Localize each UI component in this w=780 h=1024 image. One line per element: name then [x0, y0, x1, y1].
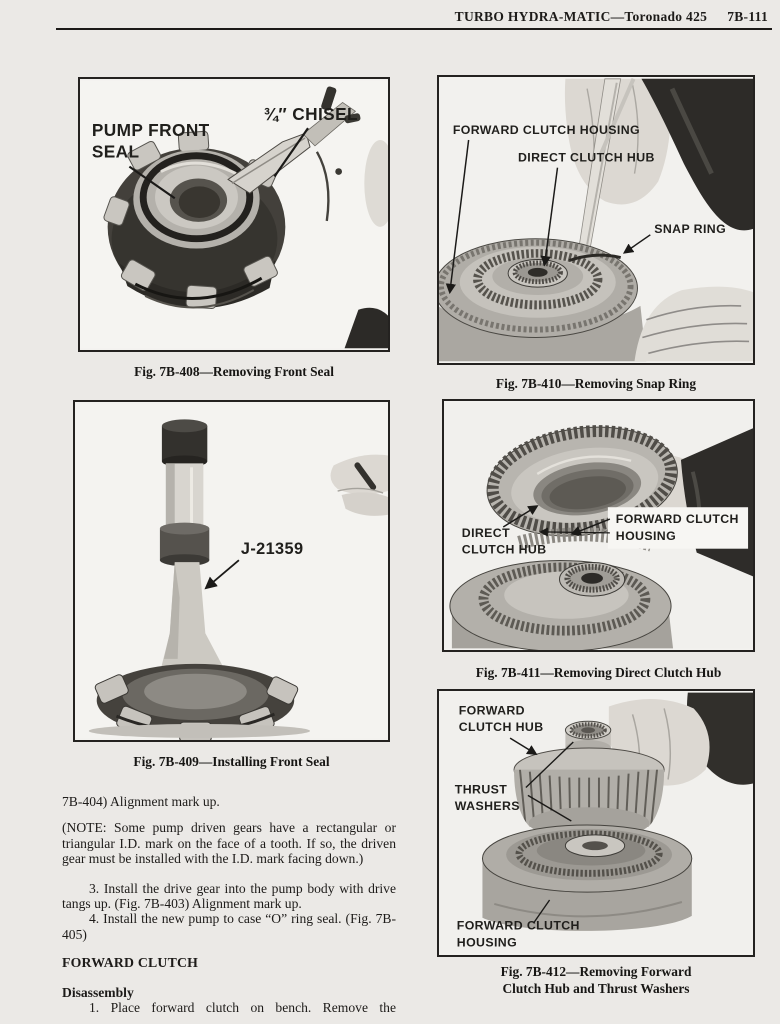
label-chisel: ¾″ CHISEL: [264, 104, 358, 124]
figure-7b-410-photo: FORWARD CLUTCH HOUSING DIRECT CLUTCH HUB…: [437, 75, 755, 365]
label-direct-clutch-hub-line1: DIRECT: [462, 526, 510, 540]
label-thrust-washers-line2: WASHERS: [455, 799, 520, 813]
pump-front-seal: [133, 149, 260, 249]
screwdriver: [578, 78, 636, 250]
label-forward-clutch-housing: FORWARD CLUTCH HOUSING: [453, 123, 640, 137]
leader-line-forward-clutch-housing: [445, 139, 470, 295]
label-direct-clutch-hub-line2: CLUTCH HUB: [462, 543, 547, 557]
caption-fig-7b-412-line2: Clutch Hub and Thrust Washers: [502, 981, 690, 996]
caption-fig-7b-412-line1: Fig. 7B-412—Removing Forward: [500, 964, 692, 979]
chisel: [227, 101, 357, 194]
lower-hand: [634, 286, 753, 362]
caption-fig-7b-410: Fig. 7B-410—Removing Snap Ring: [495, 376, 697, 391]
figure-7b-408-photo: PUMP FRONT SEAL ¾″ CHISEL: [78, 77, 390, 352]
leader-line-direct-clutch-hub: [540, 167, 559, 267]
removing-direct-clutch-hub-illustration: DIRECT CLUTCH HUB FORWARD CLUTCH HOUSING: [444, 402, 753, 650]
label-forward-clutch-housing-line2: HOUSING: [457, 935, 517, 949]
removing-front-seal-illustration: PUMP FRONT SEAL ¾″ CHISEL: [80, 80, 388, 349]
removing-forward-clutch-hub-illustration: FORWARD CLUTCH HUB THRUST WASHERS FORWAR…: [439, 692, 753, 954]
para-step-3: 3. Install the drive gear into the pump …: [62, 880, 396, 912]
caption-fig-7b-408: Fig. 7B-408—Removing Front Seal: [134, 364, 334, 379]
label-snap-ring: SNAP RING: [654, 222, 726, 236]
pump-body: [88, 663, 310, 740]
header-title: TURBO HYDRA-MATIC—Toronado 425: [454, 9, 708, 24]
label-forward-clutch-housing-line1: FORWARD CLUTCH: [457, 919, 580, 933]
snap-ring: [568, 253, 622, 262]
leader-line-forward-clutch-housing: [533, 899, 551, 924]
caption-fig-7b-412: Fig. 7B-412—Removing Forward Clutch Hub …: [437, 963, 755, 997]
figure-7b-409-photo: J-21359: [73, 400, 390, 742]
header-page-number: 7B-111: [727, 9, 768, 24]
label-forward-clutch-hub-line2: CLUTCH HUB: [459, 720, 544, 734]
subheading-disassembly: Disassembly: [62, 984, 134, 1000]
label-background-box: [607, 507, 749, 549]
leader-line-thrust-washers-upper: [525, 741, 574, 788]
body-text-column: 7B-404) Alignment mark up. (NOTE: Some p…: [62, 794, 396, 1015]
leader-line-snap-ring: [622, 234, 651, 254]
hand-shadow-marks: [315, 86, 388, 349]
forward-clutch-housing-drum: [481, 824, 693, 931]
label-pump-front-seal-line2: SEAL: [92, 142, 140, 162]
para-step-1: 1. Place forward clutch on bench. Remove…: [89, 1000, 396, 1016]
label-forward-clutch-housing-line1: FORWARD CLUTCH: [616, 512, 739, 526]
leader-line-thrust-washers-lower: [527, 794, 572, 822]
label-pump-front-seal-line1: PUMP FRONT: [92, 120, 210, 140]
para-note-driven-gears: (NOTE: Some pump driven gears have a rec…: [62, 820, 396, 867]
leader-line-forward-clutch-housing-long: [538, 527, 610, 537]
leader-line-chisel: [273, 127, 309, 178]
leader-line-tool: [204, 559, 240, 590]
label-direct-clutch-hub: DIRECT CLUTCH HUB: [518, 151, 655, 165]
caption-fig-7b-409: Fig. 7B-409—Installing Front Seal: [133, 754, 330, 769]
figure-7b-412-photo: FORWARD CLUTCH HUB THRUST WASHERS FORWAR…: [437, 689, 755, 957]
label-forward-clutch-housing-line2: HOUSING: [616, 529, 676, 543]
header-rule: [56, 28, 772, 30]
leader-line-forward-clutch-hub: [509, 737, 538, 755]
label-thrust-washers-line1: THRUST: [455, 782, 507, 796]
leader-line-pump-front-seal: [128, 165, 176, 200]
dark-sleeve: [641, 78, 753, 231]
page-header: TURBO HYDRA-MATIC—Toronado 425 7B-111: [0, 9, 768, 25]
forward-clutch-housing-drum: [449, 560, 674, 650]
hand: [330, 454, 388, 516]
installing-front-seal-illustration: J-21359: [75, 404, 388, 740]
removing-snap-ring-illustration: FORWARD CLUTCH HOUSING DIRECT CLUTCH HUB…: [439, 78, 753, 362]
heading-forward-clutch: FORWARD CLUTCH: [62, 955, 199, 971]
clutch-drum: [439, 238, 647, 362]
leader-line-forward-clutch-housing-short: [570, 518, 611, 536]
para-step-4: 4. Install the new pump to case “O” ring…: [62, 911, 396, 942]
label-forward-clutch-hub-line1: FORWARD: [459, 703, 525, 717]
caption-fig-7b-411: Fig. 7B-411—Removing Direct Clutch Hub: [475, 665, 722, 680]
figure-7b-411-photo: DIRECT CLUTCH HUB FORWARD CLUTCH HOUSING: [442, 399, 755, 652]
leader-line-direct-clutch-hub: [502, 505, 539, 528]
para-7b404-alignment: 7B-404) Alignment mark up.: [62, 794, 220, 809]
label-tool-j21359: J-21359: [241, 540, 304, 558]
